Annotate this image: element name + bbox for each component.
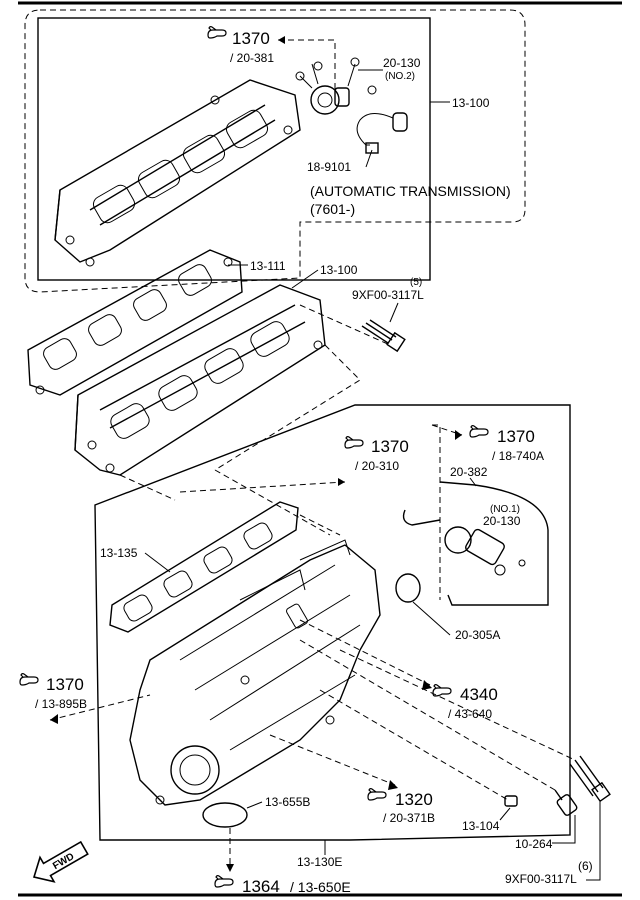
ref-1364-13-650e: 1364 / 13-650E [214, 828, 351, 896]
leader-10-264 [552, 815, 576, 844]
svg-text:1370: 1370 [371, 437, 409, 456]
svg-text:1370: 1370 [46, 675, 84, 694]
leader-13-104 [499, 807, 511, 821]
leader-20-305a [412, 601, 451, 636]
svg-text:/ 18-740A: / 18-740A [492, 449, 544, 463]
label-18-9101: 18-9101 [307, 160, 351, 174]
bolt-upper-dash [299, 304, 391, 346]
stud-10-264 [299, 639, 578, 816]
svg-text:4340: 4340 [460, 685, 498, 704]
leader-20-382 [469, 477, 477, 487]
upper-intake-manifold [74, 284, 326, 476]
plug-13-104 [319, 689, 518, 807]
label-13-100-mid: 13-100 [320, 263, 358, 277]
label-20-382: 20-382 [450, 465, 488, 479]
label-10-264: 10-264 [515, 837, 553, 851]
label-no1: (NO.1) [490, 504, 520, 515]
middle-alignment-dashes [119, 344, 361, 536]
svg-text:1370: 1370 [232, 29, 270, 48]
leader-bolt-upper [389, 302, 399, 323]
label-13-130e: 13-130E [297, 855, 342, 869]
o-ring-20-305a [395, 573, 421, 603]
vacuum-hose-20-382 [439, 481, 549, 606]
svg-text:/ 20-371B: / 20-371B [383, 811, 435, 825]
ref-1370-13-895b: 1370 / 13-895B [19, 673, 151, 724]
ref-1370-20-381: 1370 / 20-381 [207, 26, 336, 100]
svg-text:/ 13-895B: / 13-895B [35, 697, 87, 711]
solenoid-valve-no1 [444, 526, 526, 576]
svg-text:1370: 1370 [497, 427, 535, 446]
label-13-135: 13-135 [100, 546, 138, 560]
leader-bolt-lower [586, 800, 601, 881]
fwd-arrow-icon: FWD [33, 840, 89, 883]
ref-1370-18-740a: 1370 / 18-740A [431, 424, 544, 600]
leader-13-135 [144, 552, 171, 573]
svg-text:1364: 1364 [242, 877, 280, 896]
label-13-655b: 13-655B [265, 795, 310, 809]
label-no2: (NO.2) [385, 71, 415, 82]
svg-text:/ 20-310: / 20-310 [355, 459, 399, 473]
label-13-104: 13-104 [462, 819, 500, 833]
svg-text:/ 20-381: / 20-381 [230, 51, 274, 65]
bolt-upper [361, 319, 406, 353]
connector-harness [356, 112, 408, 154]
gasket-13-111 [27, 249, 243, 396]
o-ring-13-655b [202, 802, 248, 828]
label-20-130-no2: 20-130 [383, 56, 421, 70]
lower-group-box [94, 404, 571, 841]
ref-1320-20-371b: 1320 / 20-371B [269, 734, 435, 825]
label-qty-5: (5) [410, 277, 422, 288]
automatic-transmission-note: (AUTOMATIC TRANSMISSION) [310, 183, 511, 199]
at-group-box [37, 17, 431, 281]
ref-4340-43-640: 4340 / 43-640 [299, 619, 498, 721]
label-13-130e-qty6: (6) [578, 859, 593, 873]
label-20-130-no1: 20-130 [483, 514, 521, 528]
svg-text:1320: 1320 [395, 790, 433, 809]
bolt-lower [339, 649, 611, 803]
label-20-305a: 20-305A [455, 628, 500, 642]
at-group-outline [24, 9, 526, 293]
label-13-100-top: 13-100 [452, 96, 490, 110]
solenoid-valve-no2 [295, 57, 377, 115]
automatic-transmission-range: (7601-) [310, 201, 355, 217]
leader-13-655b [246, 801, 263, 809]
leader-13-100-mid [291, 269, 319, 289]
gasket-13-135 [109, 501, 299, 633]
label-bolt-upper: 9XF00-3117L [352, 288, 424, 302]
svg-text:/ 43-640: / 43-640 [448, 707, 492, 721]
ref-1370-20-310: 1370 / 20-310 [179, 436, 409, 536]
label-bolt-lower: 9XF00-3117L [505, 872, 577, 886]
label-13-111: 13-111 [250, 259, 286, 273]
svg-text:FWD: FWD [51, 851, 76, 872]
upper-intake-manifold-at [54, 79, 301, 267]
svg-text:/ 13-650E: / 13-650E [290, 879, 351, 895]
vacuum-hose-end [402, 509, 441, 526]
leader-18-9101 [365, 149, 373, 168]
lower-intake-manifold [129, 539, 381, 806]
